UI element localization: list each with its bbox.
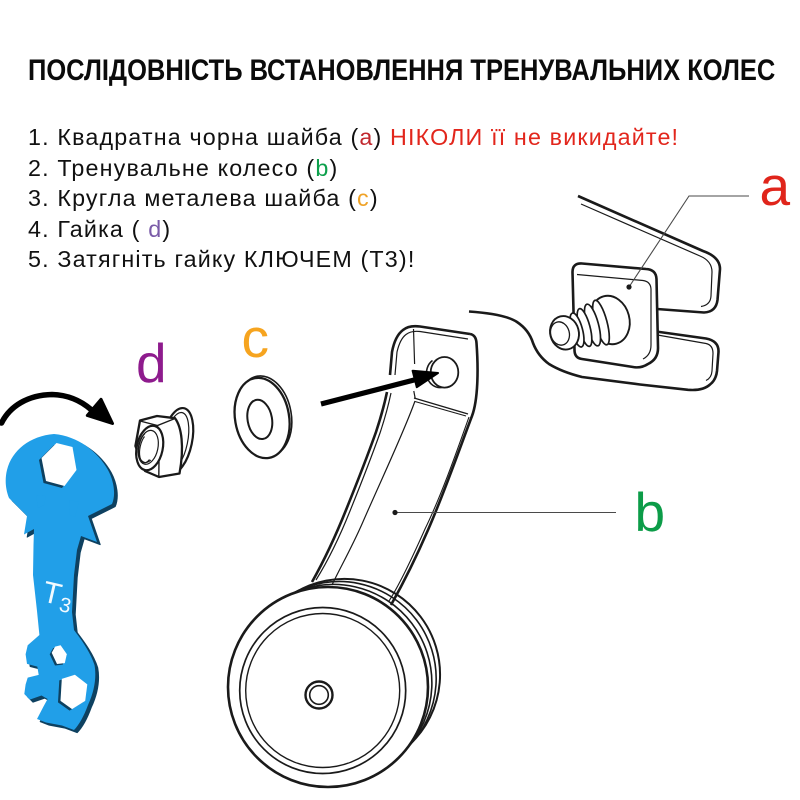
svg-text:d: d — [136, 332, 167, 394]
svg-text:a: a — [760, 155, 791, 217]
svg-text:b: b — [635, 481, 666, 543]
svg-text:c: c — [242, 307, 270, 369]
